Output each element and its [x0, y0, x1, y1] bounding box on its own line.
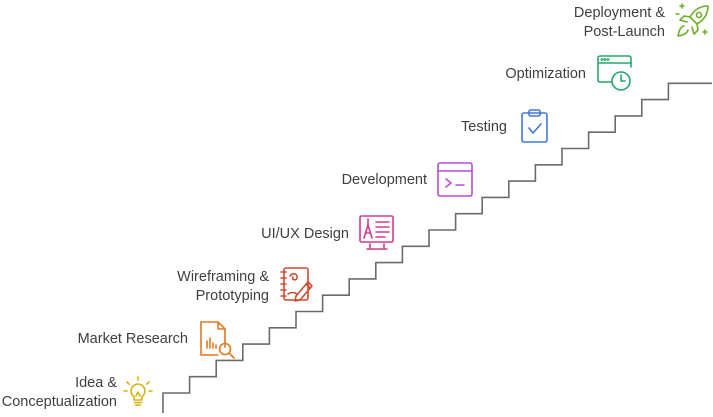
step-label-idea: Idea & Conceptualization [2, 374, 117, 412]
document-search-icon [200, 321, 235, 359]
rocket-icon [675, 3, 709, 37]
step-label-line: Idea & [75, 375, 117, 391]
step-label-testing: Testing [461, 118, 507, 137]
step-label-line: Testing [461, 119, 507, 135]
lightbulb-icon [123, 376, 153, 406]
step-label-line: UI/UX Design [261, 226, 349, 242]
clipboard-check-icon [521, 109, 548, 143]
step-label-uiux-design: UI/UX Design [261, 225, 349, 244]
step-label-line: Conceptualization [1, 394, 117, 410]
step-label-deployment: Deployment & Post-Launch [574, 4, 665, 42]
step-label-line: Market Research [77, 331, 188, 347]
step-label-wireframing: Wireframing & Prototyping [177, 268, 269, 306]
step-label-line: Deployment & [573, 5, 665, 21]
code-window-icon [437, 162, 473, 197]
step-label-line: Post-Launch [583, 24, 665, 40]
step-label-line: Wireframing & [177, 269, 269, 285]
step-label-market-research: Market Research [78, 330, 188, 349]
browser-clock-icon [597, 55, 632, 91]
design-board-icon [359, 215, 394, 250]
sketch-pencil-icon [280, 267, 313, 302]
step-label-line: Optimization [505, 66, 586, 82]
step-label-line: Prototyping [195, 288, 269, 304]
step-label-line: Development [341, 172, 427, 188]
step-label-development: Development [342, 171, 427, 190]
step-label-optimization: Optimization [505, 65, 586, 84]
